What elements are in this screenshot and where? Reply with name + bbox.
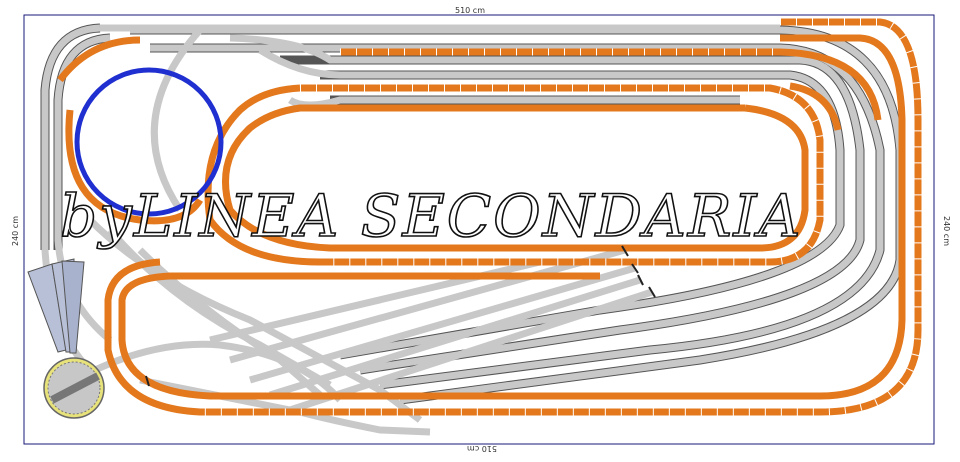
engine-shed-fan [27,258,85,354]
right-height-label: 240 cm [942,216,951,246]
buffer-stop [145,375,150,387]
bottom-width-label: 510 cm [467,444,497,453]
engine-shed-stall [61,260,85,354]
watermark-text: byLINEA SECONDARIA [60,182,802,250]
buffer-stop [621,245,629,257]
turntable [43,357,105,419]
turntable-bridge [50,372,100,404]
top-width-label: 510 cm [455,6,485,15]
buffer-stop [637,274,644,286]
mainline-tracks [57,18,922,416]
buffer-stop [648,286,656,298]
helix-circle [74,67,224,217]
left-height-label: 240 cm [11,216,20,246]
buffer-stop [631,263,639,274]
buffer-stops [145,245,656,387]
